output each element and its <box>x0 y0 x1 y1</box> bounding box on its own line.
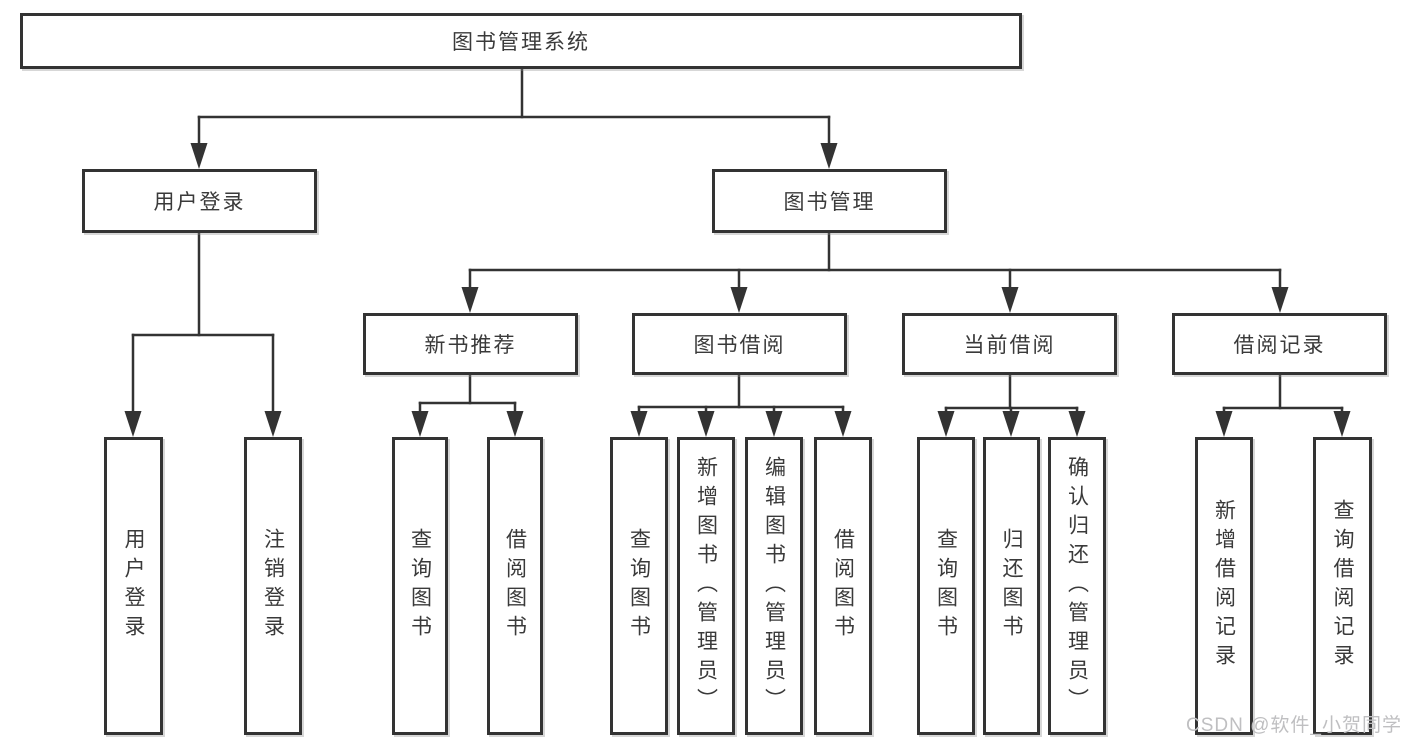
node-label-leaf-query-borrow-record: 查询借阅记录 <box>1331 499 1354 673</box>
node-label-leaf-query-books-2: 查询图书 <box>627 528 651 644</box>
node-label-leaf-confirm-return: 确认归还（管理员） <box>1065 455 1089 717</box>
arrowhead-down-icon <box>1001 287 1019 313</box>
arrowhead-down-icon <box>190 143 208 169</box>
node-leaf-borrow-books-1: 借阅图书 <box>487 437 543 735</box>
node-label-book-management: 图书管理 <box>783 191 876 214</box>
arrowhead-down-icon <box>1271 287 1289 313</box>
edge-from-book-management <box>461 231 1289 313</box>
edge-from-borrowing-records <box>1215 373 1351 437</box>
node-leaf-return-books: 归还图书 <box>983 437 1040 735</box>
node-root: 图书管理系统 <box>20 13 1022 69</box>
arrowhead-down-icon <box>411 411 429 437</box>
node-label-new-book-recommend: 新书推荐 <box>424 334 517 357</box>
node-leaf-query-books-1: 查询图书 <box>392 437 448 735</box>
node-user-login: 用户登录 <box>82 169 317 233</box>
arrowhead-down-icon <box>1002 411 1020 437</box>
node-label-borrowing-records: 借阅记录 <box>1233 334 1326 357</box>
node-leaf-query-borrow-record: 查询借阅记录 <box>1313 437 1372 735</box>
node-leaf-query-books-3: 查询图书 <box>917 437 975 735</box>
node-label-leaf-borrow-books-2: 借阅图书 <box>831 528 855 644</box>
edge-from-book-borrowing <box>630 373 852 437</box>
arrowhead-down-icon <box>506 411 524 437</box>
node-leaf-user-login: 用户登录 <box>104 437 163 735</box>
node-leaf-add-borrow-record: 新增借阅记录 <box>1195 437 1253 735</box>
node-label-user-login: 用户登录 <box>153 191 246 214</box>
node-label-leaf-logout: 注销登录 <box>261 528 285 644</box>
arrowhead-down-icon <box>1333 411 1351 437</box>
node-label-leaf-add-books: 新增图书（管理员） <box>694 455 718 717</box>
arrowhead-down-icon <box>124 411 142 437</box>
arrowhead-down-icon <box>264 411 282 437</box>
node-leaf-query-books-2: 查询图书 <box>610 437 668 735</box>
node-new-book-recommend: 新书推荐 <box>363 313 578 375</box>
arrowhead-down-icon <box>697 411 715 437</box>
node-borrowing-records: 借阅记录 <box>1172 313 1387 375</box>
node-label-leaf-return-books: 归还图书 <box>1000 528 1023 644</box>
node-label-leaf-query-books-3: 查询图书 <box>934 528 958 644</box>
node-book-management: 图书管理 <box>712 169 947 233</box>
node-label-leaf-edit-books: 编辑图书（管理员） <box>762 455 786 717</box>
arrowhead-down-icon <box>1215 411 1233 437</box>
node-label-leaf-borrow-books-1: 借阅图书 <box>503 528 527 644</box>
edge-from-new-book-recommend <box>411 373 524 437</box>
node-leaf-add-books: 新增图书（管理员） <box>677 437 735 735</box>
arrowhead-down-icon <box>765 411 783 437</box>
arrowhead-down-icon <box>461 287 479 313</box>
arrowhead-down-icon <box>730 287 748 313</box>
node-label-book-borrowing: 图书借阅 <box>693 334 786 357</box>
node-book-borrowing: 图书借阅 <box>632 313 847 375</box>
node-label-current-borrowing: 当前借阅 <box>963 334 1056 357</box>
edge-from-user-login <box>124 231 282 437</box>
arrowhead-down-icon <box>820 143 838 169</box>
edge-from-current-borrowing <box>937 373 1086 437</box>
edge-from-root <box>190 67 838 169</box>
node-label-root: 图书管理系统 <box>452 31 590 54</box>
node-leaf-confirm-return: 确认归还（管理员） <box>1048 437 1106 735</box>
arrowhead-down-icon <box>1068 411 1086 437</box>
arrowhead-down-icon <box>834 411 852 437</box>
node-current-borrowing: 当前借阅 <box>902 313 1117 375</box>
arrowhead-down-icon <box>630 411 648 437</box>
arrowhead-down-icon <box>937 411 955 437</box>
node-label-leaf-query-books-1: 查询图书 <box>408 528 432 644</box>
node-leaf-logout: 注销登录 <box>244 437 302 735</box>
node-label-leaf-user-login: 用户登录 <box>122 528 145 644</box>
node-leaf-borrow-books-2: 借阅图书 <box>814 437 872 735</box>
node-leaf-edit-books: 编辑图书（管理员） <box>745 437 803 735</box>
node-label-leaf-add-borrow-record: 新增借阅记录 <box>1212 499 1236 673</box>
